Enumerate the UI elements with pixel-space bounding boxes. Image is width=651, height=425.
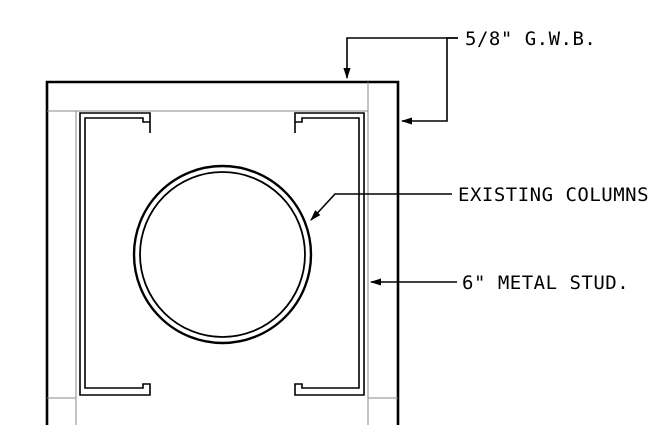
columns-leader: [310, 193, 452, 221]
existing-columns-label: EXISTING COLUMNS: [458, 184, 649, 206]
stud-top-right: [294, 112, 365, 396]
gypsum-board-enclosure: [45, 80, 400, 425]
column-inner-circle: [139, 171, 306, 338]
existing-column: [132, 164, 313, 345]
leader-lines: [310, 37, 458, 286]
gwb-label: 5/8" G.W.B.: [465, 28, 596, 50]
column-outer-circle: [132, 164, 313, 345]
stud-top-left: [79, 112, 151, 396]
gwb-leader-side: [400, 37, 458, 125]
gwb-leader-top: [343, 37, 458, 80]
metal-stud-label: 6" METAL STUD.: [462, 272, 629, 294]
gwb-outer-outline: [45, 80, 400, 425]
gwb-inner-outline: [75, 110, 369, 425]
metal-stud-frame: [79, 112, 365, 396]
